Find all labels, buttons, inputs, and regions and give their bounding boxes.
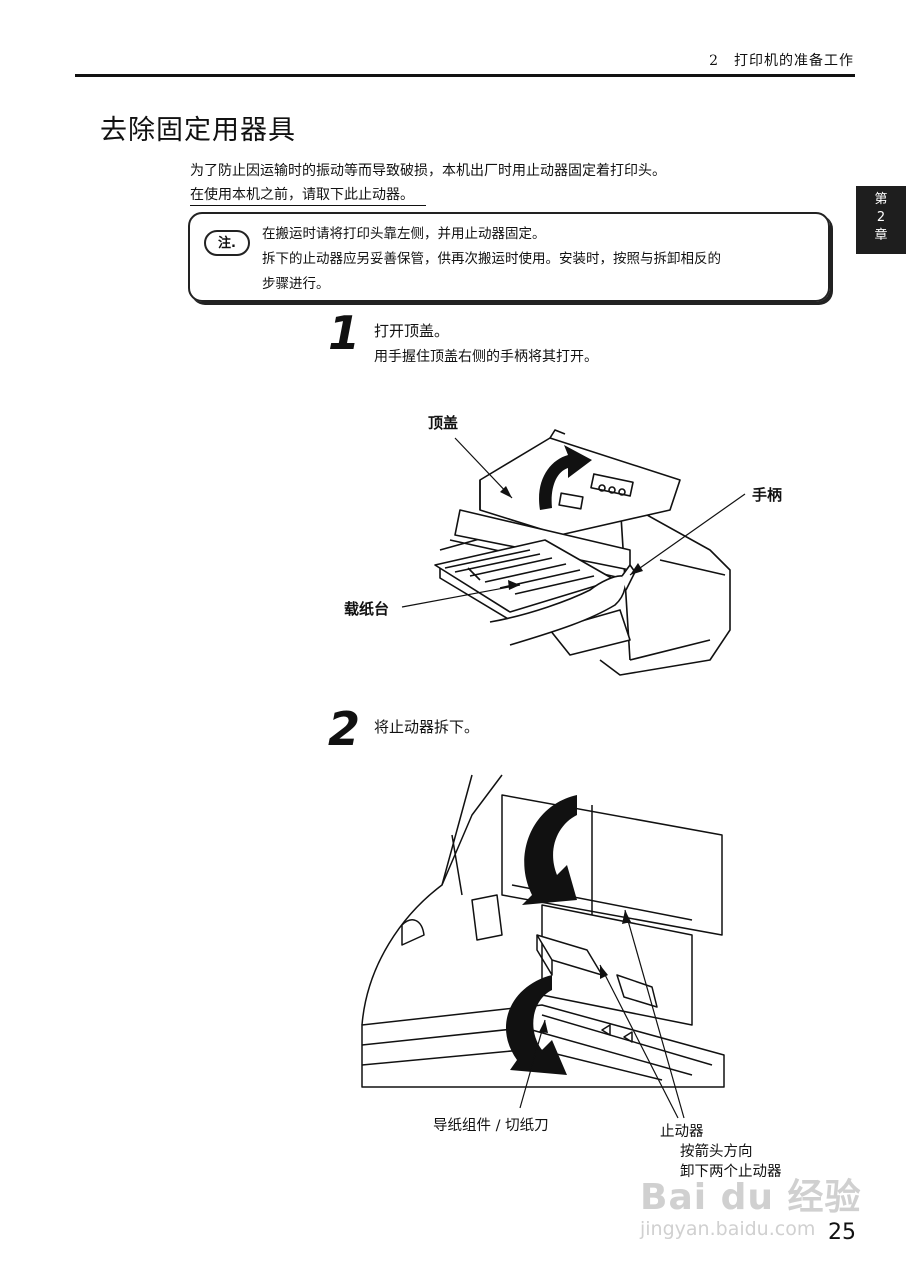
watermark-logo: Bai du 经验	[640, 1177, 862, 1218]
label-paper-guide: 导纸组件 / 切纸刀	[433, 1118, 549, 1134]
note-badge: 注.	[204, 230, 250, 256]
printer-illustration	[434, 429, 731, 676]
label-stopper-note-1: 按箭头方向	[680, 1144, 753, 1160]
step-2-title: 将止动器拆下。	[374, 718, 480, 736]
note-line-1: 在搬运时请将打印头靠左侧，并用止动器固定。	[262, 226, 546, 242]
page-title: 去除固定用器具	[100, 115, 296, 146]
header-rule	[75, 74, 855, 77]
label-paper-tray: 载纸台	[344, 600, 390, 618]
watermark: Bai du 经验 jingyan.baidu.com	[640, 1168, 862, 1240]
step-1-title: 打开顶盖。	[374, 322, 450, 340]
label-stopper: 止动器	[660, 1124, 704, 1140]
step-2-number: 2	[328, 702, 361, 756]
label-stopper-note-2: 卸下两个止动器	[680, 1164, 782, 1180]
chapter-tab-line1: 第	[874, 192, 888, 207]
label-top-cover: 顶盖	[428, 414, 459, 432]
intro-warning: 在使用本机之前，请取下此止动器。	[190, 184, 426, 206]
chapter-tab-line2: 2	[876, 210, 886, 225]
label-handle: 手柄	[752, 486, 783, 504]
note-box: 注. 在搬运时请将打印头靠左侧，并用止动器固定。 拆下的止动器应另妥善保管，供再…	[188, 212, 830, 302]
intro-text: 为了防止因运输时的振动等而导致破损，本机出厂时用止动器固定着打印头。	[190, 163, 666, 179]
stopper-illustration	[361, 774, 725, 1088]
chapter-header: 2 打印机的准备工作	[709, 53, 854, 69]
note-badge-label: 注.	[218, 236, 236, 251]
watermark-url: jingyan.baidu.com	[640, 1218, 816, 1240]
chapter-tab[interactable]: 第 2 章	[856, 186, 906, 254]
step-1-description: 用手握住顶盖右侧的手柄将其打开。	[374, 349, 598, 365]
note-line-3: 步骤进行。	[262, 276, 330, 292]
chapter-tab-line3: 章	[874, 228, 888, 243]
note-line-2: 拆下的止动器应另妥善保管，供再次搬运时使用。安装时，按照与拆卸相反的	[262, 251, 721, 267]
page-number: 25	[828, 1220, 856, 1245]
step-1-number: 1	[328, 306, 361, 360]
